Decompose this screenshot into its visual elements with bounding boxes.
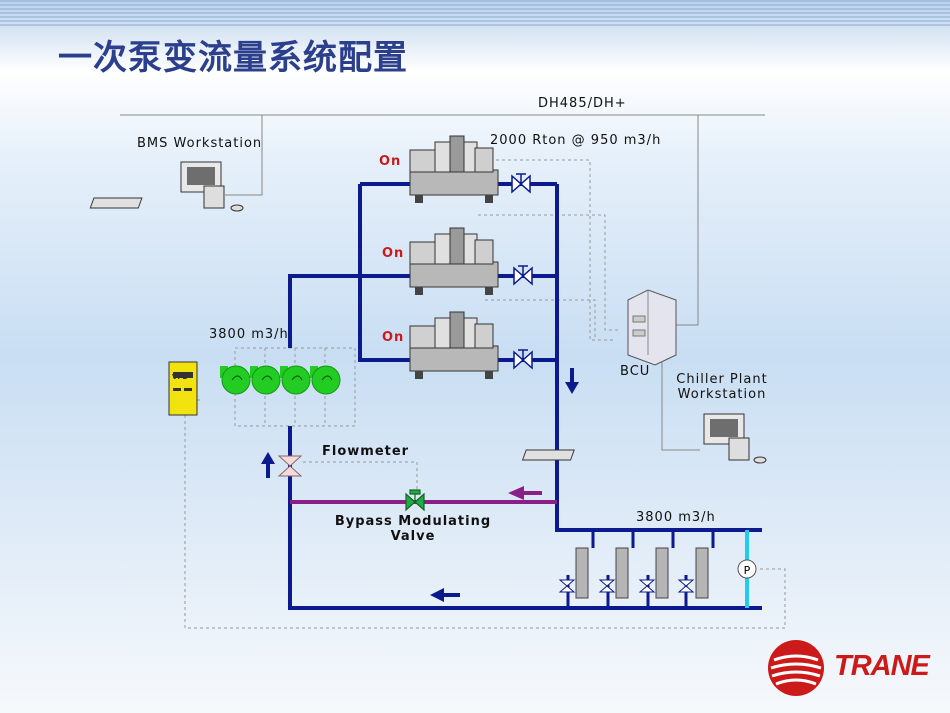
chiller-3 bbox=[409, 311, 499, 379]
pressure-sensor-label: P bbox=[744, 564, 751, 577]
valve-icon bbox=[638, 579, 656, 593]
bcu-label: BCU bbox=[620, 364, 651, 379]
chiller-1-status: On bbox=[379, 154, 402, 169]
bms-workstation-label: BMS Workstation bbox=[137, 136, 263, 151]
flowmeter-label: Flowmeter bbox=[322, 444, 410, 459]
chiller-capacity-label: 2000 Rton @ 950 m3/h bbox=[490, 133, 662, 148]
primary-flow-label: 3800 m3/h bbox=[209, 327, 289, 342]
bcu-link bbox=[676, 115, 699, 326]
primary-pumps bbox=[220, 365, 341, 395]
bus-label: DH485/DH+ bbox=[538, 96, 627, 111]
chiller-2-status: On bbox=[382, 246, 405, 261]
valve-icon bbox=[558, 579, 576, 593]
bypass-valve-icon bbox=[405, 489, 425, 512]
flowmeter-icon bbox=[277, 455, 303, 477]
bms-link bbox=[225, 115, 263, 196]
pipes bbox=[288, 182, 762, 610]
chiller-2 bbox=[409, 227, 499, 295]
pump-icon bbox=[220, 365, 251, 395]
chiller-1 bbox=[409, 135, 499, 203]
valve-icon bbox=[513, 349, 533, 370]
pump-icon bbox=[310, 365, 341, 395]
plant-computer-icon bbox=[521, 413, 767, 464]
load-coils bbox=[558, 530, 715, 608]
load-coil bbox=[638, 530, 675, 608]
trane-logo-text: TRANE bbox=[834, 650, 930, 682]
load-coil bbox=[558, 530, 595, 608]
load-coil bbox=[677, 530, 715, 608]
chiller-plant-workstation-label: Chiller Plant Workstation bbox=[676, 372, 768, 402]
slide-title: 一次泵变流量系统配置 bbox=[58, 38, 408, 78]
pressure-sensor-icon bbox=[737, 559, 757, 579]
bypass-flow-arrow bbox=[508, 486, 542, 500]
valve-icon bbox=[598, 579, 616, 593]
pump-icon bbox=[280, 365, 311, 395]
flow-arrows bbox=[261, 368, 579, 602]
trane-logo-mark bbox=[768, 640, 824, 696]
chiller-valves bbox=[511, 173, 533, 370]
bypass-valve-label: Bypass Modulating Valve bbox=[334, 514, 492, 544]
bcu-icon bbox=[627, 289, 677, 366]
valve-icon bbox=[677, 579, 695, 593]
secondary-flow-label: 3800 m3/h bbox=[636, 510, 716, 525]
load-coil bbox=[598, 530, 635, 608]
valve-icon bbox=[513, 265, 533, 286]
valve-icon bbox=[511, 173, 531, 194]
pump-icon bbox=[250, 365, 281, 395]
trane-logo: TRANE bbox=[762, 638, 932, 700]
plant-ws-link bbox=[661, 360, 700, 451]
vfd-icon bbox=[168, 361, 198, 416]
chiller-3-status: On bbox=[382, 330, 405, 345]
bms-computer-icon bbox=[89, 161, 244, 212]
vfd-label: VFD bbox=[172, 373, 189, 381]
